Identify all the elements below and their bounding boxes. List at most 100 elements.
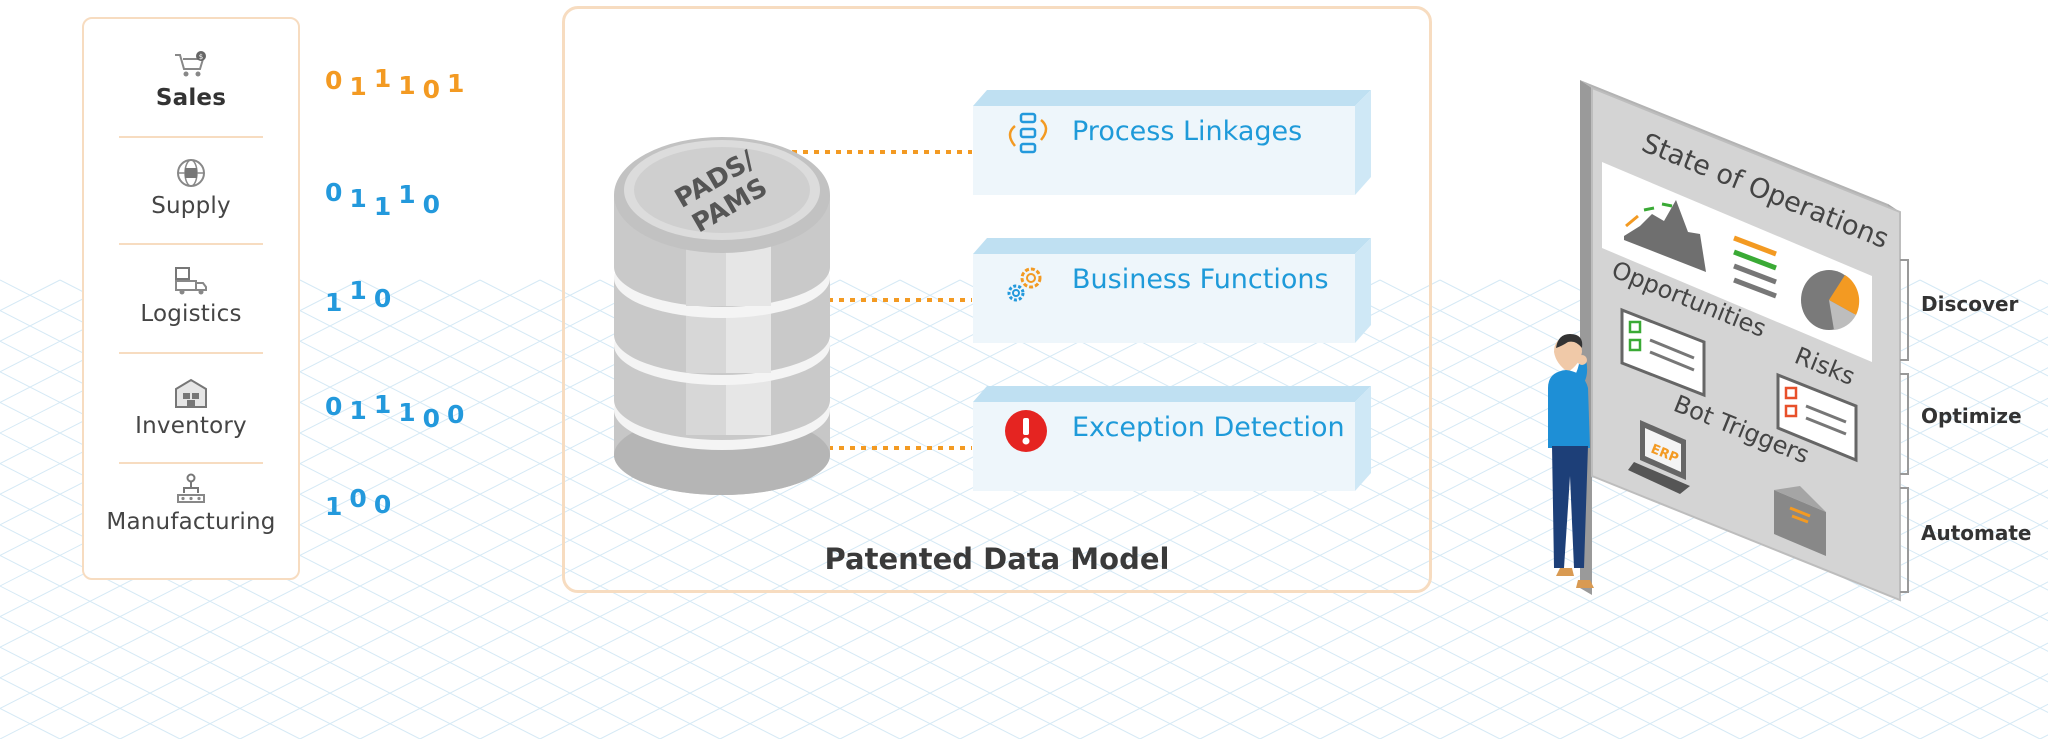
binary-digit: 0 xyxy=(422,75,441,104)
source-label-logistics: Logistics xyxy=(140,301,242,327)
grid-line xyxy=(239,279,1141,739)
feature-front xyxy=(973,254,1355,343)
source-sales: $ Sales xyxy=(84,49,298,111)
source-divider xyxy=(119,243,263,245)
exclamation-alert-icon xyxy=(1005,410,1047,452)
grid-line xyxy=(1679,550,2048,739)
grid-line xyxy=(119,279,1021,739)
source-inventory: Inventory xyxy=(84,377,298,439)
stage-discover: Discover xyxy=(1921,292,2019,316)
binary-digit: 1 xyxy=(325,492,343,521)
feature-box-3d xyxy=(973,386,1371,491)
mini-bar xyxy=(1733,235,1777,257)
binary-digit: 1 xyxy=(349,276,367,305)
grid-line xyxy=(479,279,1381,739)
grid-line xyxy=(0,279,181,373)
feature-box-3d xyxy=(973,90,1371,195)
grid-line xyxy=(719,279,1621,739)
feature-business-functions: Business Functions xyxy=(973,238,1371,345)
grid-line xyxy=(1859,642,2048,739)
operations-dashboard: State of Operations Opportunities Risks … xyxy=(1580,80,1909,602)
grid-line xyxy=(599,279,1501,739)
delivery-truck-icon xyxy=(175,267,207,295)
grid-line xyxy=(0,279,481,526)
feature-label: Process Linkages xyxy=(1072,116,1303,147)
mini-area-chart xyxy=(1624,200,1706,272)
supply-globe-icon xyxy=(177,159,205,187)
robot-arm-icon xyxy=(177,473,205,503)
grid-line xyxy=(359,279,1261,739)
feature-exception-detection: Exception Detection xyxy=(973,386,1371,493)
grid-line xyxy=(1739,581,2048,739)
binary-digit: 1 xyxy=(398,398,416,427)
binary-digit: 1 xyxy=(349,184,367,213)
binary-digit: 1 xyxy=(447,69,465,98)
binary-digit: 0 xyxy=(373,284,392,313)
grid-line xyxy=(1559,489,2048,739)
binary-digit: 1 xyxy=(349,396,367,425)
stage-optimize: Optimize xyxy=(1921,404,2022,428)
grid-line xyxy=(779,279,1681,739)
binary-digit: 0 xyxy=(325,392,343,421)
risks-card xyxy=(1776,372,1858,463)
gears-icon xyxy=(1007,267,1042,302)
binary-digit: 1 xyxy=(373,192,392,221)
database-stack: PADS/ PAMS xyxy=(614,137,830,495)
svg-text:$: $ xyxy=(199,53,203,61)
mini-bar xyxy=(1733,277,1777,299)
feature-label: Exception Detection xyxy=(1072,412,1345,443)
binary-digit: 1 xyxy=(325,288,343,317)
source-label-inventory: Inventory xyxy=(135,413,247,439)
source-manufacturing: Manufacturing xyxy=(84,473,298,535)
process-linkage-icon xyxy=(1008,112,1048,154)
source-logistics: Logistics xyxy=(84,265,298,327)
feature-front xyxy=(973,106,1355,195)
data-sources-panel: $ Sales Supply Logistics Inventory xyxy=(82,17,300,580)
grid-line xyxy=(539,279,1441,739)
source-label-supply: Supply xyxy=(151,193,231,219)
connector-lines xyxy=(792,150,972,450)
binary-digit: 0 xyxy=(373,490,392,519)
binary-digit: 0 xyxy=(325,178,343,207)
source-divider xyxy=(119,136,263,138)
center-title: Patented Data Model xyxy=(824,542,1170,576)
grid-line xyxy=(1619,520,2048,739)
bracket-discover xyxy=(1900,259,1909,361)
grid-line xyxy=(659,279,1561,739)
binary-digit: 1 xyxy=(398,71,416,100)
grid-line xyxy=(179,279,1081,739)
binary-digit: 1 xyxy=(398,180,416,209)
opportunities-card xyxy=(1620,307,1706,398)
grid-line xyxy=(419,279,1321,739)
binary-digit: 0 xyxy=(422,190,441,219)
source-label-manufacturing: Manufacturing xyxy=(106,509,276,535)
grid-line xyxy=(1799,611,2048,739)
mini-bar xyxy=(1733,249,1777,271)
binary-digit: 1 xyxy=(349,72,367,101)
shopping-cart-icon: $ xyxy=(175,51,206,77)
grid-line xyxy=(1199,305,2048,739)
binary-digit: 0 xyxy=(349,484,367,513)
source-divider xyxy=(119,352,263,354)
person-figure xyxy=(1548,334,1594,588)
source-supply: Supply xyxy=(84,157,298,219)
warehouse-icon xyxy=(175,378,207,408)
data-model-panel xyxy=(562,6,1432,593)
feature-label: Business Functions xyxy=(1072,264,1329,295)
binary-digit: 1 xyxy=(373,64,392,93)
bracket-optimize xyxy=(1900,373,1909,475)
binary-digit: 0 xyxy=(447,400,465,429)
feature-process-linkages: Process Linkages xyxy=(973,90,1371,197)
stage-automate: Automate xyxy=(1921,521,2032,545)
grid-line xyxy=(299,279,1201,739)
bracket-automate xyxy=(1900,487,1909,593)
binary-digit: 0 xyxy=(422,404,441,433)
source-divider xyxy=(119,462,263,464)
source-label-sales: Sales xyxy=(155,85,227,111)
